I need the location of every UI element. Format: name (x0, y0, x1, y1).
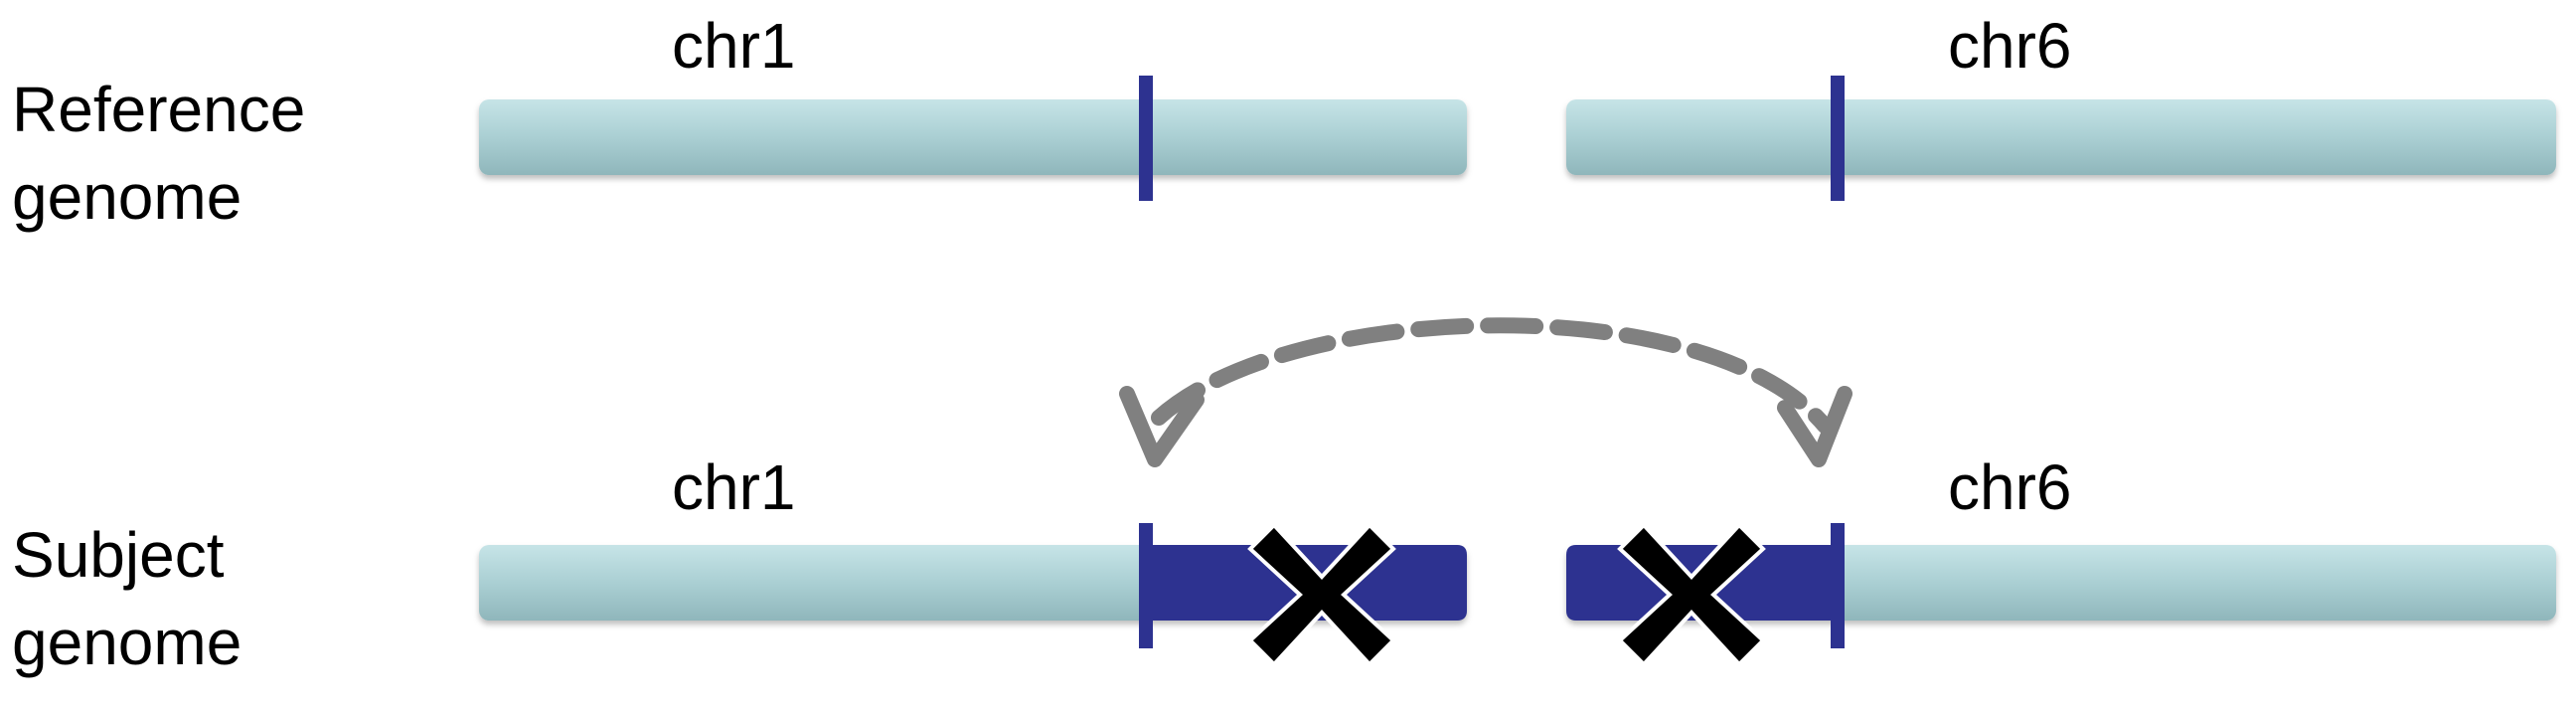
subject-chr6-label: chr6 (1948, 451, 2072, 523)
reference-label-line1: Reference (12, 74, 306, 145)
x-mark-icon (1617, 522, 1766, 667)
reference-chr1-breakpoint (1139, 76, 1153, 201)
dashed-curved-arrow-icon (1119, 317, 1852, 467)
subject-genome-label: Subject genome (12, 511, 242, 686)
reference-label-line2: genome (12, 161, 242, 233)
reference-chr6-bar (1566, 99, 2556, 175)
reference-chr1-bar (479, 99, 1467, 175)
reference-genome-label: Reference genome (12, 66, 305, 241)
subject-chr1-breakpoint (1139, 523, 1153, 648)
reference-chr1-label: chr1 (672, 10, 796, 82)
subject-chr6-breakpoint (1831, 523, 1845, 648)
reference-chr6-breakpoint (1831, 76, 1845, 201)
reference-chr6-label: chr6 (1948, 10, 2072, 82)
subject-chr1-label: chr1 (672, 451, 796, 523)
subject-label-line1: Subject (12, 519, 225, 591)
x-mark-icon (1247, 522, 1396, 667)
subject-label-line2: genome (12, 607, 242, 678)
